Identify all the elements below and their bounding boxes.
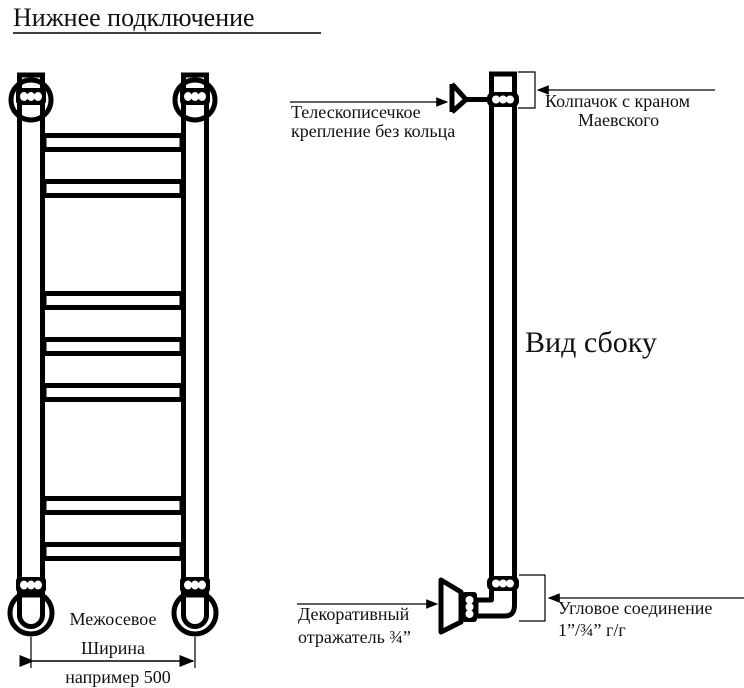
width-dimension [19, 637, 196, 668]
side-riser-tube [489, 71, 517, 589]
cap-label-line-2: Маевского [578, 110, 659, 130]
top-left-ring [8, 77, 54, 123]
dimension-label-line-1: Межосевое [70, 609, 157, 629]
dimension-value: например 500 [65, 667, 171, 687]
top-right-ring [172, 77, 218, 123]
front-view-towel-rail [7, 72, 219, 668]
elbow-label-line-1: Угловое соединение [558, 598, 712, 618]
elbow-label-line-2: 1”/¾” г/г [558, 620, 626, 640]
horizontal-rails [41, 133, 185, 561]
rail [41, 133, 185, 152]
telescopic-mount [449, 82, 488, 114]
rail [41, 383, 185, 402]
decorative-reflector [438, 577, 477, 635]
cap-label-line-1: Колпачок с краном [545, 91, 690, 111]
mount-label-line-1: Телескописечкое [291, 102, 421, 122]
rail [41, 179, 185, 198]
mount-label-line-2: крепление без кольца [291, 121, 455, 141]
left-riser [7, 72, 55, 637]
rail [41, 337, 185, 356]
diagram-title: Нижнее подключение [13, 3, 255, 32]
side-view-towel-rail [290, 71, 744, 635]
reflector-label-line-2: отражатель ¾” [298, 627, 411, 647]
rail [41, 291, 185, 310]
dimension-label-line-2: Ширина [81, 638, 145, 658]
reflector-label-line-1: Декоративный [298, 604, 410, 624]
rail [41, 542, 185, 561]
right-riser [171, 72, 219, 637]
side-view-title: Вид сбоку [525, 326, 657, 359]
angle-connection [473, 576, 519, 619]
rail [41, 496, 185, 515]
